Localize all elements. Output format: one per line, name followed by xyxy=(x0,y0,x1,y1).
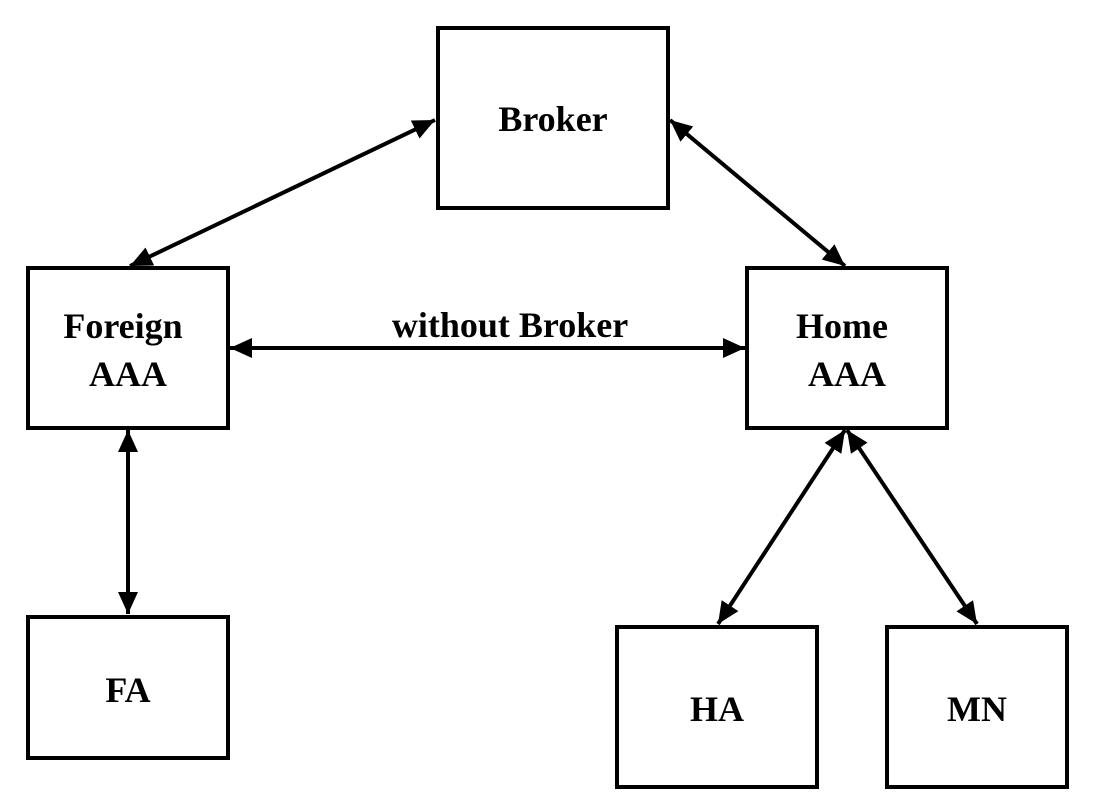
node-home-aaa: Home AAA xyxy=(745,266,949,430)
node-ha: HA xyxy=(615,625,819,789)
node-foreign-aaa-label-line1: Foreign xyxy=(63,306,182,346)
edge-home-aaa-mn xyxy=(845,428,979,626)
node-broker: Broker xyxy=(436,26,670,210)
node-foreign-aaa-label-line2: AAA xyxy=(89,354,167,394)
edge-home-aaa-ha xyxy=(716,428,847,626)
node-broker-label: Broker xyxy=(498,99,607,139)
edge-broker-home-aaa xyxy=(668,118,847,268)
node-home-aaa-label-line1: Home xyxy=(796,306,888,346)
node-fa: FA xyxy=(26,615,230,760)
node-ha-label: HA xyxy=(690,689,744,729)
edge-broker-foreign-aaa xyxy=(129,118,436,268)
node-mn-label: MN xyxy=(947,689,1007,729)
node-fa-label: FA xyxy=(105,670,150,710)
edge-label-without-broker: without Broker xyxy=(392,305,628,345)
node-foreign-aaa: Foreign AAA xyxy=(26,266,230,430)
node-mn: MN xyxy=(885,625,1069,789)
node-home-aaa-label-line2: AAA xyxy=(808,354,886,394)
